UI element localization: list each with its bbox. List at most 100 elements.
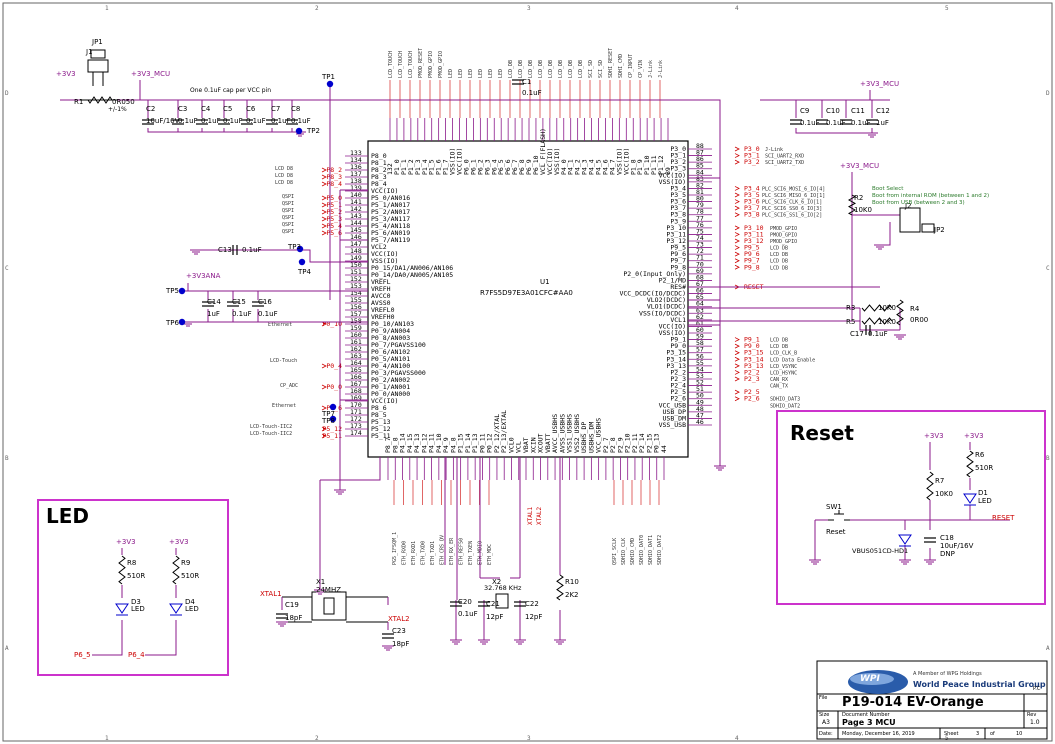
net-description: PLC_SCI6_SS1_6_IO[2] bbox=[762, 213, 822, 219]
led-section-wiring bbox=[92, 548, 177, 656]
pin-number: 56 bbox=[696, 352, 704, 360]
pin-name: P0_1/AN001 bbox=[371, 383, 410, 391]
pin-name: P5_1/AN017 bbox=[371, 201, 410, 209]
net-description: ETH_TXD1 bbox=[430, 541, 436, 565]
pin-name: P1_10 bbox=[643, 155, 651, 175]
net-label: P3_6 bbox=[744, 198, 760, 206]
net-label: P3_1 bbox=[744, 152, 760, 160]
title-date-label: Date: bbox=[819, 731, 833, 737]
pin-number: 55 bbox=[696, 359, 704, 367]
net-arrow bbox=[734, 232, 740, 237]
pin-name: P5_3/AN117 bbox=[371, 215, 410, 223]
net-arrow bbox=[321, 202, 327, 208]
net-description: SCI_SD bbox=[588, 60, 594, 78]
net-arrow bbox=[734, 376, 740, 382]
test-point-dot bbox=[178, 287, 186, 295]
pin-number: 162 bbox=[350, 345, 362, 353]
value-r9: 510R bbox=[181, 572, 200, 580]
net-description: LCD_DB bbox=[538, 60, 544, 78]
ground-symbols bbox=[182, 131, 936, 651]
label-d2: VBUS051CD-HD1 bbox=[852, 547, 909, 555]
net-description: LCD DB bbox=[770, 246, 788, 252]
pin-name: P6_9 bbox=[525, 159, 533, 175]
net-arrow bbox=[734, 186, 740, 191]
title-size-label: Size bbox=[819, 712, 830, 718]
label-c13: C13 bbox=[218, 246, 232, 254]
frame-row-left: C bbox=[5, 265, 9, 272]
frame-row-right: B bbox=[1046, 455, 1050, 462]
net-description: J-Link bbox=[658, 60, 664, 78]
net-arrow bbox=[321, 174, 327, 180]
pin-name: P2_8 bbox=[609, 437, 617, 453]
pin-name: P9_8 bbox=[670, 263, 686, 271]
pin-number: 159 bbox=[350, 324, 362, 332]
pin-name: P4_13 bbox=[413, 433, 421, 453]
pin-name: P4_5 bbox=[595, 159, 603, 175]
pin-name: P3_7 bbox=[670, 204, 686, 212]
pin-number: 170 bbox=[350, 401, 362, 409]
net-label: P3_13 bbox=[744, 362, 764, 370]
net-label: P5_0 bbox=[326, 194, 342, 202]
boot-line1: Boot from internal ROM (between 1 and 2) bbox=[872, 193, 990, 199]
net-description: SCI_UART2_RXD bbox=[765, 154, 804, 160]
crystal-x2 bbox=[495, 593, 509, 609]
pin-number: 71 bbox=[696, 254, 704, 262]
pin-number: 171 bbox=[350, 408, 362, 416]
pin-name: P4_15 bbox=[406, 433, 414, 453]
label-r4: R4 bbox=[910, 305, 920, 313]
pin-name: 89 bbox=[664, 167, 672, 175]
pin-name: P5_11 bbox=[371, 432, 391, 440]
pin-name: P6_4 bbox=[490, 159, 498, 175]
pin-name: VLO2(DCDC) bbox=[647, 296, 686, 304]
net-description: PMOD_GPIO bbox=[770, 232, 797, 238]
net-description: LED bbox=[458, 69, 464, 78]
net-description: SDHIO_DAT3 bbox=[770, 397, 800, 403]
pin-name: P1_14 bbox=[464, 433, 472, 453]
net-description: LED bbox=[448, 69, 454, 78]
label-c23: C23 bbox=[392, 627, 406, 635]
pin-name: VREFH0 bbox=[371, 313, 395, 321]
pin-name: AVCC_USBHS bbox=[551, 414, 559, 453]
value-c9: 0.1uF bbox=[800, 119, 820, 127]
net-description: LCD_CLK_B bbox=[770, 351, 797, 357]
net-description: LCD D8 bbox=[275, 180, 293, 186]
pin-number: 139 bbox=[350, 184, 362, 192]
label-c5: C5 bbox=[223, 105, 233, 113]
pin-name: P8_2 bbox=[371, 166, 387, 174]
pin-name: P4_6 bbox=[601, 159, 609, 175]
pin-name: P4_3 bbox=[581, 159, 589, 175]
pin-name: P3_12 bbox=[666, 237, 686, 245]
net-arrow bbox=[321, 384, 327, 390]
pin-name: VCC(IO) bbox=[659, 322, 686, 330]
title-page: Page 3 MCU bbox=[842, 718, 896, 727]
net-label: P9_7 bbox=[744, 257, 760, 265]
pin-name: P2_0(Input_Only) bbox=[623, 270, 686, 278]
pin-number: 141 bbox=[350, 198, 362, 206]
net-description: SDHIO_DAT0 bbox=[639, 535, 645, 565]
pin-name: P4_11 bbox=[428, 433, 436, 453]
pin-name: P6_8 bbox=[518, 159, 526, 175]
pin-number: 52 bbox=[696, 379, 704, 387]
mcu-top-pins: 132P1_0P1_1P1_2P1_3P1_4P1_5P1_6P1_7VSS(I… bbox=[386, 48, 672, 175]
pin-name: VSS(IO/DCDC) bbox=[639, 309, 686, 317]
bottom-wires bbox=[319, 457, 561, 640]
resistor-zigzag bbox=[926, 471, 934, 501]
pin-name: USBHS_DM bbox=[587, 422, 595, 453]
pin-name: VCL1 bbox=[670, 316, 686, 324]
pin-number: 80 bbox=[696, 195, 704, 203]
net-label: P3_15 bbox=[744, 349, 764, 357]
test-point-dot bbox=[296, 245, 304, 253]
pin-name: P5_7/AN119 bbox=[371, 236, 410, 244]
net-description: LCD DB bbox=[770, 259, 788, 265]
pin-name: P2_9 bbox=[616, 437, 624, 453]
net-label: P5_11 bbox=[322, 432, 342, 440]
label-r6: R6 bbox=[975, 451, 985, 459]
pin-name: P1_9 bbox=[636, 159, 644, 175]
pin-name: P0_6/AN102 bbox=[371, 348, 410, 356]
pin-number: 138 bbox=[350, 177, 362, 185]
pin-name: P2_7 bbox=[602, 437, 610, 453]
net-label: P2_5 bbox=[744, 388, 760, 396]
title-of: 10 bbox=[1016, 731, 1023, 737]
